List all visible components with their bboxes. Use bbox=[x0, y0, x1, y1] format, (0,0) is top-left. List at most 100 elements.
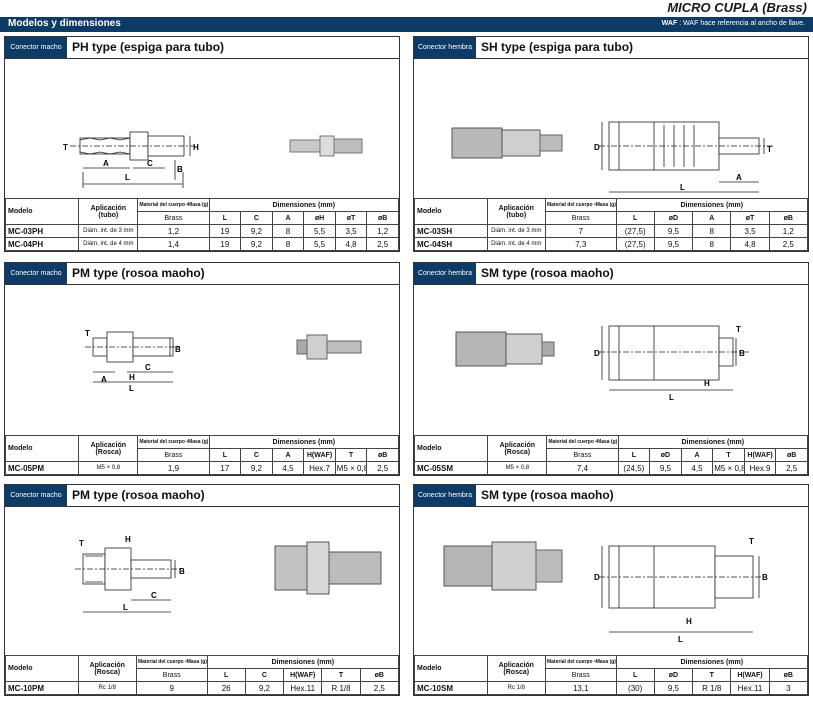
material-sub-header: Brass bbox=[544, 668, 617, 682]
sm-type-10-drawing: T D B H L bbox=[443, 537, 768, 644]
dim-header: H(WAF) bbox=[303, 448, 336, 462]
dim-header: L bbox=[615, 211, 655, 225]
dim-label: B bbox=[179, 567, 185, 576]
material-sub-header: Brass bbox=[544, 211, 617, 225]
dim-cell: 4,8 bbox=[730, 237, 770, 251]
model-header: Modelo bbox=[4, 198, 80, 225]
dims-header: Dimensiones (mm) bbox=[615, 655, 809, 669]
dim-label: T bbox=[85, 329, 90, 338]
material-header: Material del cuerpo •Masa (g) bbox=[137, 198, 210, 212]
model-header: Modelo bbox=[4, 435, 80, 462]
dim-header: øB bbox=[768, 668, 809, 682]
mass-cell: 1,4 bbox=[137, 237, 210, 251]
sh-type-photo bbox=[451, 127, 563, 159]
mass-cell: 9 bbox=[135, 681, 208, 695]
dim-label: T bbox=[63, 143, 68, 152]
dim-cell: 2,5 bbox=[768, 237, 809, 251]
dim-cell: 8 bbox=[271, 224, 305, 238]
dim-cell: (27,5) bbox=[615, 237, 655, 251]
app-cell: Diám. int. de 4 mm bbox=[78, 237, 139, 251]
dim-label: A bbox=[736, 173, 742, 182]
sm-type-05-photo bbox=[455, 331, 555, 367]
dim-cell: 8 bbox=[271, 237, 305, 251]
spec-table: Modelo Aplicación(Rosca) Material del cu… bbox=[413, 435, 809, 475]
dims-header: Dimensiones (mm) bbox=[208, 198, 400, 212]
pm-type-05-photo bbox=[296, 334, 362, 360]
dim-label: H bbox=[704, 379, 710, 388]
app-header-sub: (tubo) bbox=[98, 211, 119, 219]
app-header-label: Aplicación bbox=[90, 204, 127, 212]
spec-table: Modelo Aplicación(Rosca) Material del cu… bbox=[5, 655, 400, 695]
dim-cell: Hex.11 bbox=[283, 681, 323, 695]
mass-cell: 1,9 bbox=[137, 461, 210, 475]
dim-cell: 9,5 bbox=[653, 237, 694, 251]
material-header: Material del cuerpo •Masa (g) bbox=[135, 655, 208, 669]
app-header: Aplicación(Rosca) bbox=[78, 435, 139, 462]
dim-label: L bbox=[678, 635, 683, 644]
dim-cell: 4,5 bbox=[680, 461, 714, 475]
dims-header: Dimensiones (mm) bbox=[617, 435, 809, 449]
product-panel: Conector hembra SM type (rosoa maoho) T … bbox=[413, 262, 809, 476]
dim-header: øB bbox=[768, 211, 809, 225]
dim-header: H(WAF) bbox=[730, 668, 770, 682]
dim-cell: 3 bbox=[768, 681, 809, 695]
app-header-sub: (Rosca) bbox=[95, 448, 122, 456]
app-header-sub: (Rosca) bbox=[94, 668, 121, 676]
dim-cell: 3,5 bbox=[730, 224, 770, 238]
dim-cell: 8 bbox=[692, 237, 732, 251]
dim-header: øH bbox=[303, 211, 336, 225]
panel-drawing: T D B H L bbox=[414, 286, 810, 431]
dim-label: T bbox=[749, 537, 754, 546]
dim-header: A bbox=[271, 448, 305, 462]
panel-header: Conector macho PM type (rosoa maoho) bbox=[5, 263, 399, 285]
app-header-label: Aplicación bbox=[498, 661, 534, 669]
sm-type-05-drawing: T D B H L bbox=[455, 325, 749, 402]
product-panel: Conector hembra SM type (rosoa maoho) T … bbox=[413, 484, 809, 696]
dim-cell: 9,2 bbox=[240, 461, 273, 475]
model-header: Modelo bbox=[5, 655, 79, 682]
material-sub-header: Brass bbox=[546, 448, 619, 462]
app-header: Aplicación(Rosca) bbox=[487, 435, 548, 462]
panel-title: PM type (rosoa maoho) bbox=[72, 266, 205, 280]
app-header-label: Aplicación bbox=[89, 661, 125, 669]
panel-header: Conector macho PM type (rosoa maoho) bbox=[5, 485, 399, 507]
dim-header: øB bbox=[366, 211, 399, 225]
dim-header: øD bbox=[653, 668, 694, 682]
spec-table: Modelo Aplicación(tubo) Material del cue… bbox=[414, 198, 809, 251]
dim-cell: R 1/8 bbox=[321, 681, 361, 695]
app-header-sub: (Rosca) bbox=[504, 448, 531, 456]
model-header: Modelo bbox=[414, 198, 488, 225]
panel-drawing: D T A L bbox=[414, 60, 810, 205]
sh-type-drawing: D T A L bbox=[451, 121, 774, 193]
dim-header: L bbox=[615, 668, 655, 682]
dim-header: T bbox=[334, 448, 368, 462]
panel-drawing: T H C L B bbox=[5, 508, 401, 653]
app-header-sub: (tubo) bbox=[506, 211, 527, 219]
dim-cell: M5 × 0,8 bbox=[712, 461, 745, 475]
model-cell: MC-05SM bbox=[413, 461, 489, 475]
app-header-sub: (Rosca) bbox=[503, 668, 530, 676]
panel-title: SM type (rosoa maoho) bbox=[481, 266, 614, 280]
dim-cell: 9,5 bbox=[649, 461, 682, 475]
spec-table: Modelo Aplicación(Rosca) Material del cu… bbox=[414, 655, 809, 695]
material-header: Material del cuerpo •Masa (g) bbox=[544, 655, 617, 669]
dim-label: T bbox=[767, 145, 772, 154]
dim-cell: Hex.7 bbox=[303, 461, 336, 475]
dim-label: L bbox=[129, 384, 134, 393]
connector-badge: Conector hembra bbox=[414, 37, 476, 58]
app-cell: Diám. int. de 4 mm bbox=[486, 237, 546, 251]
dim-header: A bbox=[271, 211, 305, 225]
page-title: MICRO CUPLA (Brass) bbox=[667, 0, 807, 15]
dim-cell: 2,5 bbox=[366, 461, 399, 475]
spec-table: Modelo Aplicación(Rosca) Material del cu… bbox=[4, 435, 400, 475]
dim-cell: Hex.9 bbox=[743, 461, 777, 475]
dim-label: C bbox=[151, 591, 157, 600]
dim-cell: 4,5 bbox=[271, 461, 305, 475]
dim-header: L bbox=[208, 448, 242, 462]
waf-note-bold: WAF bbox=[661, 20, 678, 27]
pm-type-05-drawing: T A H C L B bbox=[85, 329, 362, 393]
spec-table: Modelo Aplicación(tubo) Material del cue… bbox=[4, 198, 400, 251]
dim-label: A bbox=[103, 159, 109, 168]
